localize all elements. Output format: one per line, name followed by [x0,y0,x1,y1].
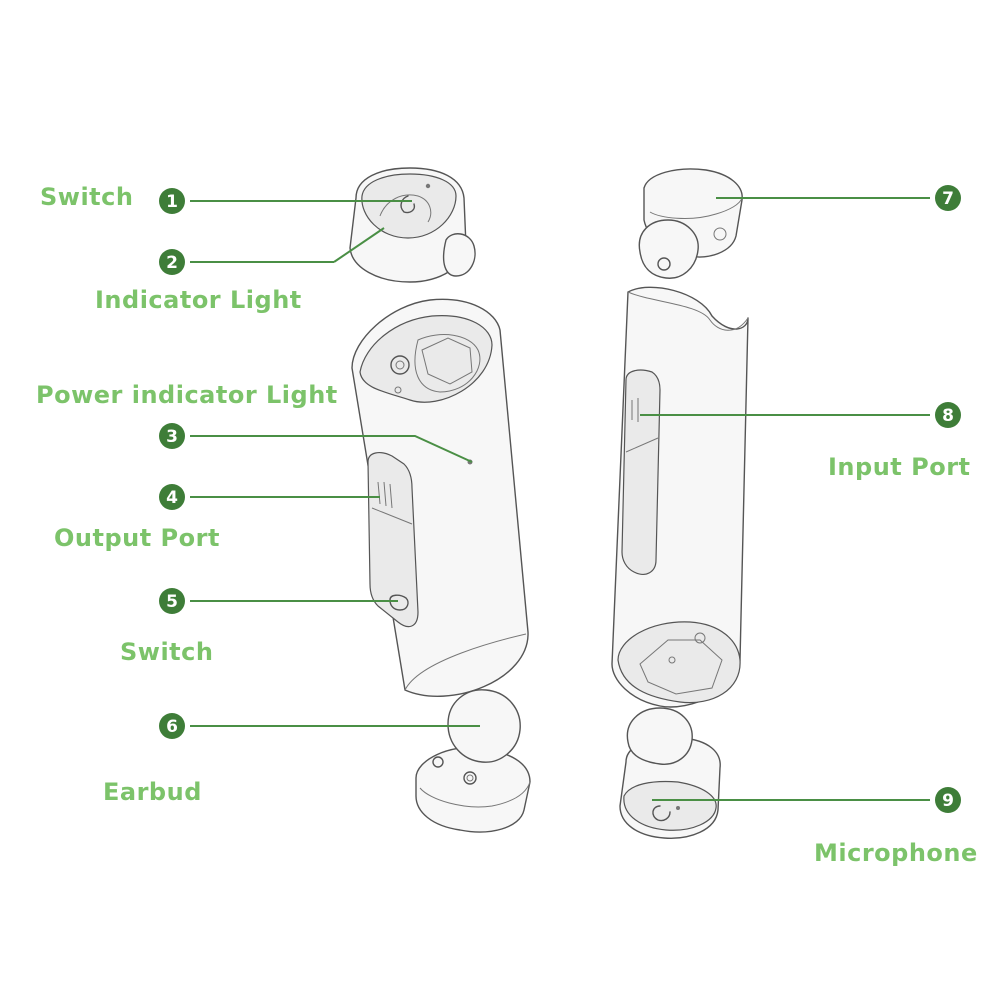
earbud-top-left [349,167,476,283]
leader-2-diag [333,227,385,263]
badge-7: 7 [935,185,961,211]
badge-4: 4 [159,484,185,510]
leader-lines [190,197,930,801]
badge-6: 6 [159,713,185,739]
badge-8: 8 [935,402,961,428]
svg-text:8: 8 [942,406,954,426]
left-charging-case [351,298,529,697]
earbud-top-right [638,168,743,279]
svg-text:7: 7 [942,189,954,209]
callout-badges: 1 2 3 4 5 6 7 [159,185,961,813]
leader-3 [190,435,473,463]
label-switch-bottom: Switch [120,638,214,666]
badge-3: 3 [159,423,185,449]
label-indicator-light: Indicator Light [95,286,302,314]
badge-1: 1 [159,188,185,214]
badge-5: 5 [159,588,185,614]
earbud-bottom-right [619,707,721,839]
svg-text:5: 5 [166,592,178,612]
svg-text:2: 2 [166,253,178,273]
svg-text:9: 9 [942,791,954,811]
label-switch-top: Switch [40,183,134,211]
label-power-indicator-light: Power indicator Light [36,381,338,409]
earbud-bottom-left [415,689,531,833]
label-input-port: Input Port [828,453,971,481]
svg-text:6: 6 [166,717,178,737]
svg-text:3: 3 [166,427,178,447]
badge-2: 2 [159,249,185,275]
svg-text:1: 1 [166,192,178,212]
label-earbud: Earbud [103,778,202,806]
right-charging-case [611,286,749,708]
label-microphone: Microphone [814,839,978,867]
svg-text:4: 4 [166,488,178,508]
badge-9: 9 [935,787,961,813]
label-output-port: Output Port [54,524,220,552]
